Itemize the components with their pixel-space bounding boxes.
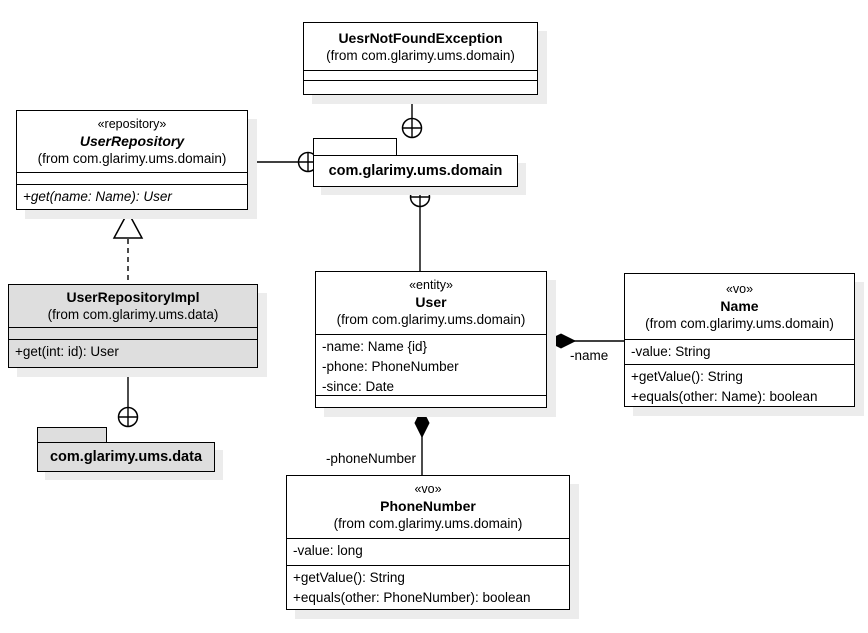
- containment-anchor-icon: [401, 117, 423, 139]
- class-title-compartment: «vo» Name (from com.glarimy.ums.domain): [625, 274, 854, 339]
- package-label: com.glarimy.ums.domain: [328, 163, 503, 179]
- class-userrepositoryimpl[interactable]: UserRepositoryImpl (from com.glarimy.ums…: [8, 284, 258, 368]
- class-name: UserRepository: [79, 132, 185, 149]
- class-from: (from com.glarimy.ums.domain): [326, 47, 515, 63]
- attribute: -name: Name {id}: [322, 339, 428, 354]
- attributes-compartment: -value: String: [625, 339, 854, 364]
- edge-exception-domain: [401, 95, 423, 139]
- attribute: -since: Date: [322, 379, 395, 394]
- operation: +equals(other: PhoneNumber): boolean: [293, 590, 531, 605]
- operation: +getValue(): String: [631, 369, 743, 384]
- class-title-compartment: «repository» UserRepository (from com.gl…: [17, 111, 247, 172]
- operations-compartment: +getValue(): String +equals(other: Phone…: [287, 565, 569, 609]
- class-stereotype: «vo»: [414, 482, 442, 496]
- composition-role-label-phone: -phoneNumber: [325, 451, 416, 466]
- attribute: -value: long: [293, 543, 363, 558]
- composition-diamond-icon: [414, 407, 430, 439]
- class-uesrnotfoundexception[interactable]: UesrNotFoundException (from com.glarimy.…: [303, 22, 538, 95]
- attributes-compartment-empty: [9, 327, 257, 339]
- containment-anchor-icon: [409, 186, 431, 208]
- operations-compartment: +getValue(): String +equals(other: Name)…: [625, 364, 854, 406]
- operations-compartment-empty: [304, 80, 537, 94]
- package-domain[interactable]: com.glarimy.ums.domain: [313, 155, 518, 187]
- operation: +equals(other: Name): boolean: [631, 389, 818, 404]
- edge-realization: [112, 210, 144, 284]
- package-data[interactable]: com.glarimy.ums.data: [37, 442, 215, 472]
- class-title-compartment: UserRepositoryImpl (from com.glarimy.ums…: [9, 285, 257, 327]
- package-label: com.glarimy.ums.data: [49, 449, 203, 465]
- attributes-compartment: -name: Name {id} -phone: PhoneNumber -si…: [316, 334, 546, 395]
- class-name: UesrNotFoundException: [338, 29, 503, 46]
- operation: +get(int: id): User: [15, 344, 119, 359]
- package-data-tab: [37, 427, 107, 442]
- attributes-compartment-empty: [17, 172, 247, 184]
- class-title-compartment: UesrNotFoundException (from com.glarimy.…: [304, 23, 537, 70]
- attributes-compartment: -value: long: [287, 538, 569, 565]
- class-title-compartment: «vo» PhoneNumber (from com.glarimy.ums.d…: [287, 476, 569, 538]
- operations-compartment: +get(name: Name): User: [17, 184, 247, 209]
- class-from: (from com.glarimy.ums.data): [47, 307, 219, 322]
- edge-repository-domain: [248, 151, 319, 173]
- composition-diamond-icon: [545, 333, 577, 349]
- class-name: PhoneNumber: [380, 498, 476, 514]
- class-from: (from com.glarimy.ums.domain): [336, 312, 526, 327]
- edge-impl-data: [117, 368, 139, 428]
- attributes-compartment-empty: [304, 70, 537, 80]
- edge-composition-phone: [414, 407, 430, 475]
- containment-anchor-icon: [117, 406, 139, 428]
- edge-composition-name: [545, 333, 624, 349]
- class-from: (from com.glarimy.ums.domain): [37, 150, 227, 166]
- operation: +get(name: Name): User: [23, 189, 172, 204]
- class-userrepository[interactable]: «repository» UserRepository (from com.gl…: [16, 110, 248, 210]
- class-title-compartment: «entity» User (from com.glarimy.ums.doma…: [316, 272, 546, 334]
- operation: +getValue(): String: [293, 570, 405, 585]
- edge-domain-user: [409, 186, 431, 271]
- class-name: Name: [720, 297, 759, 314]
- operations-compartment-empty: [316, 395, 546, 407]
- class-phonenumber[interactable]: «vo» PhoneNumber (from com.glarimy.ums.d…: [286, 475, 570, 610]
- realization-triangle-icon: [112, 210, 144, 239]
- class-stereotype: «repository»: [97, 116, 167, 131]
- class-name-vo[interactable]: «vo» Name (from com.glarimy.ums.domain) …: [624, 273, 855, 407]
- attribute: -value: String: [631, 344, 711, 359]
- operations-compartment: +get(int: id): User: [9, 339, 257, 367]
- class-name: UserRepositoryImpl: [66, 289, 200, 305]
- class-from: (from com.glarimy.ums.domain): [333, 516, 523, 531]
- composition-role-label-name: -name: [570, 348, 609, 363]
- class-user[interactable]: «entity» User (from com.glarimy.ums.doma…: [315, 271, 547, 408]
- class-name: User: [415, 294, 447, 310]
- package-domain-tab: [313, 138, 397, 155]
- class-stereotype: «entity»: [409, 278, 453, 292]
- attribute: -phone: PhoneNumber: [322, 359, 459, 374]
- class-from: (from com.glarimy.ums.domain): [645, 315, 834, 331]
- class-stereotype: «vo»: [725, 281, 754, 296]
